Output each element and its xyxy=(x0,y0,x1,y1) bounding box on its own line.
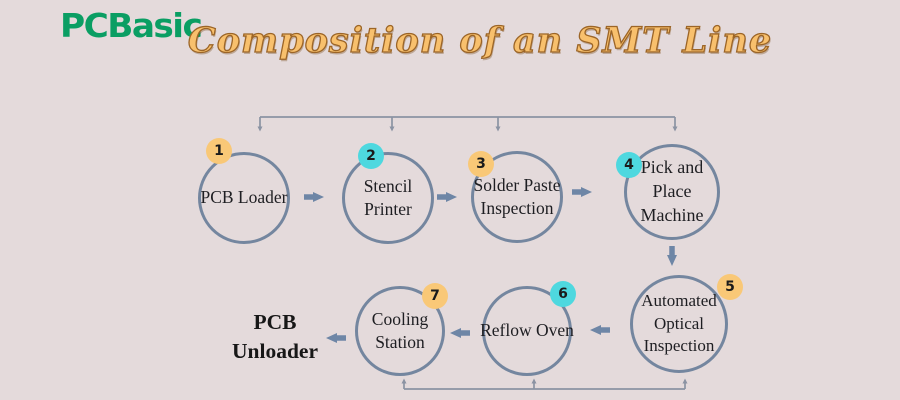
pcbasic-logo: PCBasic xyxy=(60,6,203,45)
top-bracket xyxy=(257,116,678,132)
step-badge-3: 3 xyxy=(468,151,494,177)
step-badge-7: 7 xyxy=(422,283,448,309)
node-label: Cooling Station xyxy=(371,308,429,352)
step-badge-5: 5 xyxy=(717,274,743,300)
node-stencil-printer: 2 Stencil Printer xyxy=(342,143,434,244)
node-label: Automated Optical Inspection xyxy=(641,291,717,356)
node-label: Stencil Printer xyxy=(363,175,413,219)
node-cooling-station: 7 Cooling Station xyxy=(355,283,448,376)
step-badge-2: 2 xyxy=(358,143,384,169)
step-badge-6: 6 xyxy=(550,281,576,307)
bottom-bracket xyxy=(401,378,688,390)
node-reflow-oven: 6 Reflow Oven xyxy=(480,281,576,376)
node-label: PCB Loader xyxy=(200,187,288,208)
node-pick-and-place-machine: 4 Pick and Place Machine xyxy=(616,144,720,240)
node-automated-optical-inspection: 5 Automated Optical Inspection xyxy=(630,274,743,373)
flow-arrows xyxy=(304,187,677,343)
node-label: Reflow Oven xyxy=(480,320,574,341)
step-badge-4: 4 xyxy=(616,152,642,178)
step-badge-1: 1 xyxy=(206,138,232,164)
node-solder-paste-inspection: 3 Solder Paste Inspection xyxy=(468,151,563,243)
node-label: Pick and Place Machine xyxy=(640,157,704,225)
pcb-unloader-label: PCB Unloader xyxy=(232,310,318,364)
page-title: Composition of an SMT Line xyxy=(187,19,773,61)
node-label: Solder Paste Inspection xyxy=(473,174,561,218)
node-pcb-loader: 1 PCB Loader xyxy=(198,138,290,244)
